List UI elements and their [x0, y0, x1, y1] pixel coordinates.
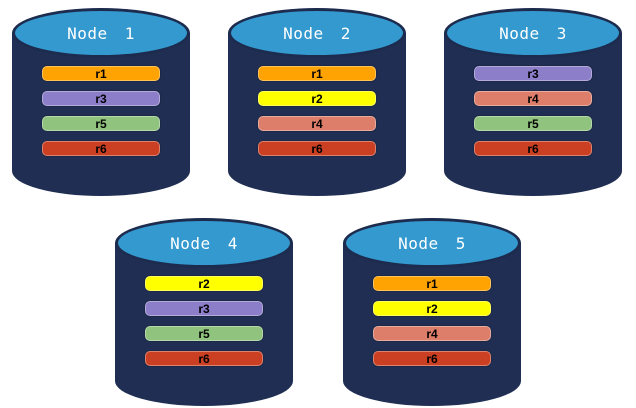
- database-node-cylinder-5: Node 5 r1 r2 r4 r6: [343, 218, 521, 406]
- database-node-cylinder-3: Node 3 r3 r4 r5 r6: [444, 8, 622, 196]
- replica-bar-label: r2: [426, 301, 438, 316]
- database-node-cylinder-1: Node 1 r1 r3 r5 r6: [12, 8, 190, 196]
- replica-bar-label: r6: [95, 141, 107, 156]
- replica-bar: r1: [258, 66, 376, 81]
- cylinder-top-cap: Node 3: [444, 8, 622, 58]
- node-row-top: Node 1 r1 r3 r5 r6 Node 2 r1 r2 r4 r6: [12, 8, 622, 196]
- replica-bar: r1: [373, 276, 491, 291]
- replica-bar-label: r6: [426, 351, 438, 366]
- node-title: Node 2: [283, 23, 351, 43]
- replica-bar-label: r5: [527, 116, 539, 131]
- node-title: Node 1: [67, 23, 135, 43]
- replica-bar: r4: [373, 326, 491, 341]
- replica-bar-label: r4: [311, 116, 323, 131]
- replica-bar: r5: [42, 116, 160, 131]
- replica-bar-label: r1: [95, 66, 107, 81]
- replica-bar-label: r6: [311, 141, 323, 156]
- replica-bar-label: r4: [426, 326, 438, 341]
- replica-bar-list: r3 r4 r5 r6: [474, 66, 592, 156]
- replica-bar-label: r6: [198, 351, 210, 366]
- replica-bar-label: r3: [95, 91, 107, 106]
- replica-bar: r2: [373, 301, 491, 316]
- replica-bar-label: r3: [527, 66, 539, 81]
- replica-bar-list: r1 r3 r5 r6: [42, 66, 160, 156]
- replica-bar: r4: [474, 91, 592, 106]
- replica-bar-list: r2 r3 r5 r6: [145, 276, 263, 366]
- cylinder-top-cap: Node 1: [12, 8, 190, 58]
- cylinder-top-cap: Node 2: [228, 8, 406, 58]
- replica-bar-label: r1: [426, 276, 438, 291]
- replica-bar: r3: [145, 301, 263, 316]
- replica-bar: r2: [258, 91, 376, 106]
- replica-bar: r5: [145, 326, 263, 341]
- replica-bar: r6: [373, 351, 491, 366]
- replica-bar-list: r1 r2 r4 r6: [258, 66, 376, 156]
- replica-bar-label: r2: [311, 91, 323, 106]
- replica-bar-label: r5: [95, 116, 107, 131]
- replica-bar-label: r4: [527, 91, 539, 106]
- replica-bar: r4: [258, 116, 376, 131]
- database-node-cylinder-4: Node 4 r2 r3 r5 r6: [115, 218, 293, 406]
- node-row-bottom: Node 4 r2 r3 r5 r6 Node 5 r1 r2 r4 r6: [0, 218, 636, 406]
- replica-bar-label: r2: [198, 276, 210, 291]
- replica-bar: r3: [42, 91, 160, 106]
- replica-bar: r2: [145, 276, 263, 291]
- cylinder-top-cap: Node 5: [343, 218, 521, 268]
- replica-bar-list: r1 r2 r4 r6: [373, 276, 491, 366]
- replica-bar-label: r3: [198, 301, 210, 316]
- replica-bar-label: r1: [311, 66, 323, 81]
- replica-bar: r1: [42, 66, 160, 81]
- node-title: Node 5: [398, 233, 466, 253]
- replica-bar: r6: [145, 351, 263, 366]
- replica-bar: r6: [474, 141, 592, 156]
- node-title: Node 3: [499, 23, 567, 43]
- replica-bar: r3: [474, 66, 592, 81]
- cylinder-top-cap: Node 4: [115, 218, 293, 268]
- replica-bar: r6: [258, 141, 376, 156]
- database-node-cylinder-2: Node 2 r1 r2 r4 r6: [228, 8, 406, 196]
- replica-bar-label: r6: [527, 141, 539, 156]
- replica-bar: r6: [42, 141, 160, 156]
- node-title: Node 4: [170, 233, 238, 253]
- replica-bar: r5: [474, 116, 592, 131]
- replica-bar-label: r5: [198, 326, 210, 341]
